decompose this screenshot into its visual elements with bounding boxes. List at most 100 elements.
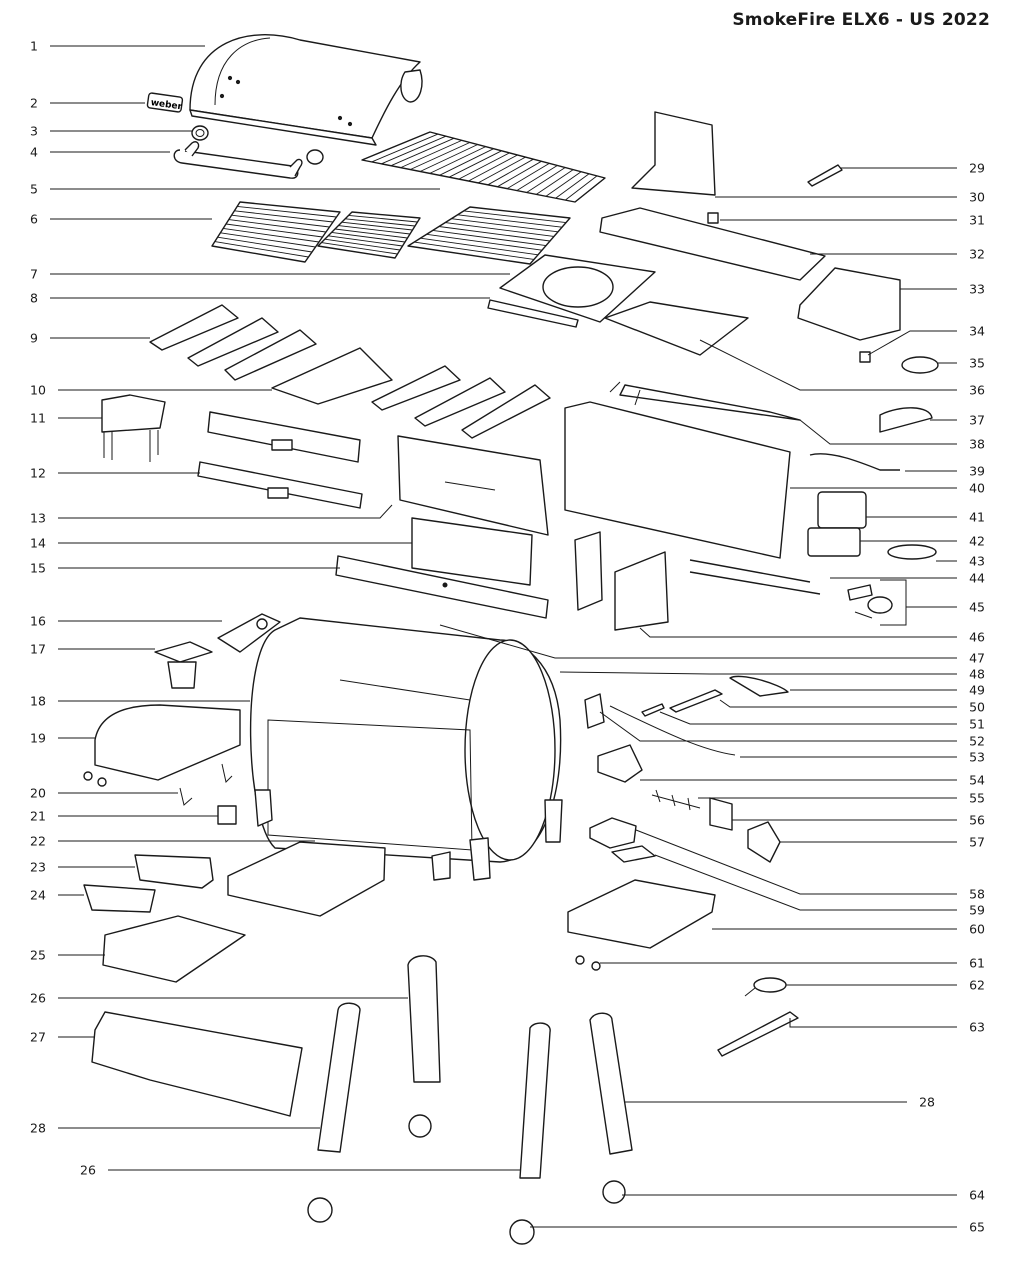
callout-28: 28 (30, 1121, 320, 1136)
callout-23: 23 (30, 860, 135, 875)
upper-rack-drawing (361, 131, 606, 203)
callout-55: 55 (698, 791, 985, 806)
callout-number: 62 (969, 978, 985, 993)
callout-16: 16 (30, 614, 222, 629)
callout-number: 19 (30, 731, 46, 746)
leader-line (699, 339, 957, 391)
callout-25: 25 (30, 948, 105, 963)
callout-17: 17 (30, 642, 155, 657)
hooks-drawing (83, 763, 237, 825)
callout-number: 2 (30, 96, 38, 111)
callout-58: 58 (635, 829, 985, 902)
callout-65: 65 (530, 1220, 985, 1235)
front-panel-drawing (91, 1011, 303, 1117)
callout-20: 20 (30, 786, 178, 801)
callout-number: 22 (30, 834, 46, 849)
callout-number: 50 (969, 700, 985, 715)
callout-60: 60 (712, 922, 985, 937)
callout-number: 24 (30, 888, 46, 903)
callout-number: 17 (30, 642, 46, 657)
callout-number: 42 (969, 534, 985, 549)
callout-7: 7 (30, 267, 510, 282)
leader-line (867, 330, 957, 356)
callout-1: 1 (30, 39, 205, 54)
leader-line (719, 699, 957, 708)
callout-13: 13 (30, 504, 393, 526)
callout-18: 18 (30, 694, 250, 709)
callout-number: 39 (969, 464, 985, 479)
callout-5: 5 (30, 182, 440, 197)
logo-badge-drawing: weber (146, 92, 184, 113)
leader-line (599, 711, 957, 742)
callout-50: 50 (719, 699, 985, 715)
callout-number: 3 (30, 124, 38, 139)
callout-number: 32 (969, 247, 985, 262)
callout-21: 21 (30, 809, 218, 824)
callout-number: 12 (30, 466, 46, 481)
callout-6: 6 (30, 212, 212, 227)
callout-34: 34 (867, 324, 985, 356)
callout-38: 38 (799, 419, 985, 452)
callout-number: 9 (30, 331, 38, 346)
callout-29: 29 (840, 161, 985, 176)
callout-number: 30 (969, 190, 985, 205)
callout-19: 19 (30, 731, 95, 746)
callout-32: 32 (810, 247, 985, 262)
callout-37: 37 (930, 413, 985, 428)
callout-number: 54 (969, 773, 985, 788)
callout-number: 4 (30, 145, 38, 160)
callout-35: 35 (938, 356, 985, 371)
callout-8: 8 (30, 291, 490, 306)
callout-15: 15 (30, 561, 340, 576)
callout-number: 38 (969, 437, 985, 452)
callout-64: 64 (622, 1188, 985, 1203)
callout-number: 29 (969, 161, 985, 176)
callout-62: 62 (786, 978, 985, 993)
callout-number: 60 (969, 922, 985, 937)
callout-26: 26 (80, 1163, 520, 1178)
cooking-grates-drawing (211, 201, 571, 265)
heat-deflector-drawing (197, 411, 363, 509)
callout-number: 59 (969, 903, 985, 918)
callout-number: 18 (30, 694, 46, 709)
callout-number: 15 (30, 561, 46, 576)
callout-number: 5 (30, 182, 38, 197)
callout-number: 47 (969, 651, 985, 666)
callout-54: 54 (640, 773, 985, 788)
legs-drawing (307, 955, 633, 1245)
callout-14: 14 (30, 536, 412, 551)
diagram-title: SmokeFire ELX6 - US 2022 (732, 10, 990, 30)
bracket-line (880, 579, 907, 626)
callout-33: 33 (900, 282, 985, 297)
callout-9: 9 (30, 331, 150, 346)
lid-drawing (189, 34, 423, 146)
callout-43: 43 (936, 554, 985, 569)
callout-3: 3 (30, 124, 192, 139)
callout-number: 41 (969, 510, 985, 525)
side-shelf-drawing (94, 704, 241, 781)
callout-56: 56 (732, 813, 985, 828)
callout-number: 14 (30, 536, 46, 551)
callout-number: 55 (969, 791, 985, 806)
callout-52: 52 (599, 711, 985, 749)
callout-number: 16 (30, 614, 46, 629)
callout-number: 11 (30, 411, 46, 426)
callout-number: 45 (969, 600, 985, 615)
callout-number: 51 (969, 717, 985, 732)
callout-30: 30 (715, 190, 985, 205)
callout-number: 49 (969, 683, 985, 698)
callout-number: 34 (969, 324, 985, 339)
leader-line (559, 671, 957, 675)
callout-12: 12 (30, 466, 200, 481)
grease-frame-drawing (499, 254, 656, 323)
callout-number: 23 (30, 860, 46, 875)
callout-number: 27 (30, 1030, 46, 1045)
callout-11: 11 (30, 411, 102, 426)
callout-10: 10 (30, 383, 272, 398)
callout-number: 6 (30, 212, 38, 227)
bracket-drawing-11 (101, 394, 166, 462)
callout-number: 61 (969, 956, 985, 971)
leader-line (799, 419, 957, 445)
callout-layer: 1234567891011121314151617181920212223242… (30, 39, 985, 1235)
leader-line (58, 504, 393, 519)
